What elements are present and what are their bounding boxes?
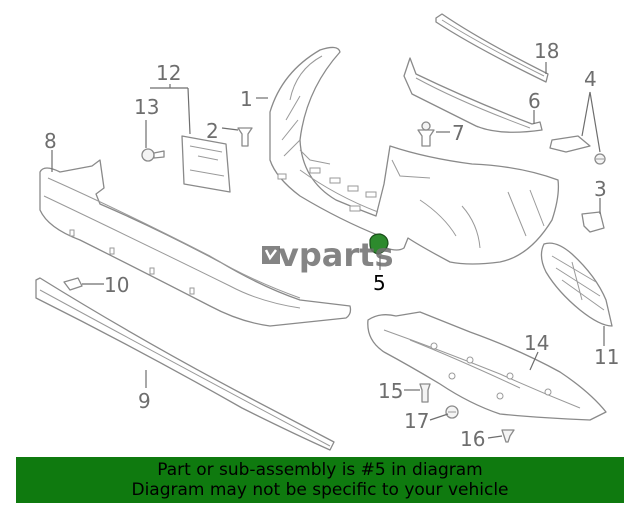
part-7-clip [417, 121, 435, 147]
logo-text: vparts [278, 236, 393, 274]
part-12-license-bracket [181, 135, 231, 193]
part-4-bracket [549, 135, 606, 165]
callout-13: 13 [134, 95, 159, 119]
callout-2: 2 [206, 119, 219, 143]
callout-3: 3 [594, 177, 607, 201]
part-5-highlighted [369, 233, 389, 255]
part-14-under-cover [367, 311, 607, 421]
part-15-fastener [419, 383, 431, 403]
part-13-bolt [141, 148, 165, 162]
callout-7: 7 [452, 121, 465, 145]
callout-10: 10 [104, 273, 129, 297]
banner-line-1: Part or sub-assembly is #5 in diagram [157, 460, 483, 480]
callout-8: 8 [44, 129, 57, 153]
callout-15: 15 [378, 379, 403, 403]
leader-lines [51, 62, 605, 439]
callout-17: 17 [404, 409, 429, 433]
part-17-bolt [445, 405, 459, 419]
callout-18: 18 [534, 39, 559, 63]
part-6-grille-molding [403, 57, 543, 133]
part-11-fog-bezel [540, 242, 613, 327]
part-2-clip [237, 127, 253, 147]
callout-14: 14 [524, 331, 549, 355]
part-16-screw [501, 429, 515, 443]
callout-6: 6 [528, 89, 541, 113]
callout-16: 16 [460, 427, 485, 451]
banner-line-2: Diagram may not be specific to your vehi… [131, 480, 509, 500]
callout-12: 12 [156, 61, 181, 85]
info-banner: Part or sub-assembly is #5 in diagram Di… [16, 457, 624, 503]
callout-1: 1 [240, 87, 253, 111]
part-3-small-bracket [581, 211, 605, 233]
part-8-lower-bumper [39, 159, 352, 327]
part-1-bumper-cover [269, 46, 560, 265]
part-9-lower-strip [35, 277, 335, 451]
callout-4: 4 [584, 67, 597, 91]
part-18-upper-strip [435, 13, 549, 83]
vparts-logo: vparts [262, 236, 393, 274]
callout-5: 5 [373, 271, 386, 295]
part-10-clip [63, 277, 83, 291]
parts-diagram: vparts 1 2 3 4 5 6 7 8 9 10 11 12 13 14 … [35, 13, 619, 451]
callout-9: 9 [138, 389, 151, 413]
callout-11: 11 [594, 345, 619, 369]
